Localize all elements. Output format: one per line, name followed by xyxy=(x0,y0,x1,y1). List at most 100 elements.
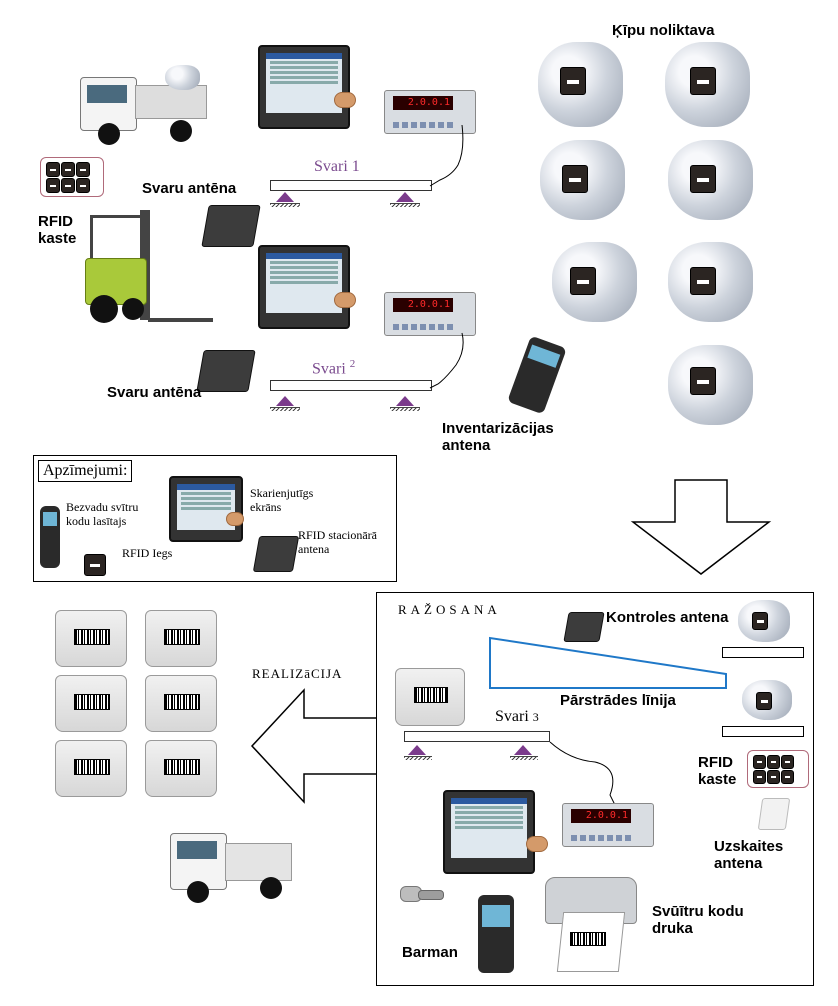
cable-1 xyxy=(429,124,464,187)
scale-1-ground xyxy=(390,203,420,207)
legend-touch-line1: Skarienjutīgs xyxy=(250,486,314,500)
weight-indicator-display: 2.0.0.1 xyxy=(393,298,453,312)
forklift-forks xyxy=(148,318,213,322)
touch-screen-display xyxy=(177,484,235,530)
rfid-tag-icon xyxy=(46,162,60,177)
touch-screen-monitor xyxy=(258,45,350,129)
inventory-antenna-label-line1: Inventarizācijas xyxy=(442,420,554,437)
legend-box: Apzīmejumi: Bezvadu svītru kodu lasītajs… xyxy=(33,455,397,582)
truck-wheel xyxy=(170,120,192,142)
big-bag xyxy=(55,610,127,667)
legend-rfid-antenna-label: RFID stacionārā antena xyxy=(298,528,377,556)
weight-indicator-keys xyxy=(571,835,631,841)
legend-rfid-antenna-line1: RFID stacionārā xyxy=(298,528,377,542)
big-bag xyxy=(145,675,217,732)
scale-2-ground xyxy=(270,407,300,411)
scanner-screen xyxy=(527,344,561,368)
bale-rfid-tag xyxy=(560,67,586,95)
truck-cargo-bed xyxy=(225,843,292,881)
barcode-gun-icon xyxy=(400,884,444,906)
barcode-icon xyxy=(164,629,200,645)
rfid-box-label-line1: RFID xyxy=(38,213,73,230)
rfid-box-label: RFID kaste xyxy=(38,213,76,247)
scale-2-ground xyxy=(390,407,420,411)
scale-3-label-prefix: Svari xyxy=(495,708,529,725)
down-arrow xyxy=(630,479,772,575)
scale-3-platform xyxy=(404,731,550,742)
barcode-icon xyxy=(570,932,606,946)
barman-handheld-icon xyxy=(478,895,514,973)
rfid-tag-icon xyxy=(753,770,766,784)
big-bag xyxy=(145,740,217,797)
weight-indicator: 2.0.0.1 xyxy=(384,90,476,134)
rfid-tag-icon xyxy=(767,755,780,769)
barcode-gun-handle xyxy=(418,890,444,900)
scale-2-pivot xyxy=(396,396,414,406)
rfid-box-label-line1: RFID xyxy=(698,754,733,771)
rfid-tag-icon xyxy=(46,178,60,193)
barcode-icon xyxy=(164,759,200,775)
rfid-tag-icon xyxy=(76,178,90,193)
cable-2 xyxy=(429,332,464,389)
truck-image-bottom xyxy=(165,815,295,905)
bale-group xyxy=(668,140,753,220)
production-shelf xyxy=(722,647,804,658)
scale-3-pivot xyxy=(408,745,426,755)
scale-1-pivot xyxy=(276,192,294,202)
truck-cab-window xyxy=(87,85,127,103)
scale-2-number: 2 xyxy=(349,358,356,370)
wireless-scanner-icon xyxy=(40,506,60,568)
bag-grid xyxy=(50,605,230,797)
rfid-tag-icon xyxy=(753,755,766,769)
truck-cargo-bale xyxy=(165,65,200,90)
rfid-box-icon xyxy=(747,750,809,788)
scale-3-label: Svari 3 xyxy=(495,708,539,726)
legend-rfid-tag-icon xyxy=(84,554,106,576)
rfid-box-icon xyxy=(40,157,104,197)
processing-line-label: Pārstrādes līnija xyxy=(560,692,676,709)
touch-screen-monitor xyxy=(443,790,535,874)
hand-icon xyxy=(334,292,356,308)
bale-rfid-tag xyxy=(690,165,716,193)
legend-touch-label: Skarienjutīgs ekrāns xyxy=(250,486,313,514)
touch-screen-monitor xyxy=(258,245,350,329)
legend-wireless-line1: Bezvadu svītru xyxy=(66,500,139,514)
scanner-screen xyxy=(43,512,57,526)
rfid-tag-icon xyxy=(781,755,794,769)
legend-rfid-antenna-line2: antena xyxy=(298,542,330,556)
rfid-box-label-production: RFID kaste xyxy=(698,754,736,788)
barcode-icon xyxy=(74,759,110,775)
legend-title: Apzīmejumi: xyxy=(38,460,133,482)
barcode-icon xyxy=(414,687,448,703)
cables-top xyxy=(429,124,464,389)
barcode-icon xyxy=(74,629,110,645)
production-bale xyxy=(742,680,792,720)
bale-group xyxy=(540,140,625,220)
bale-rfid-tag xyxy=(690,367,716,395)
bale-rfid-tag xyxy=(756,692,772,710)
forklift-wheel xyxy=(90,295,118,323)
scanner-screen xyxy=(482,905,510,927)
legend-wireless-line2: kodu lasītajs xyxy=(66,514,127,528)
production-bale xyxy=(738,600,790,642)
touch-screen-display xyxy=(451,798,527,858)
hand-icon xyxy=(526,836,548,852)
weight-indicator: 2.0.0.1 xyxy=(384,292,476,336)
legend-rfid-antenna-icon xyxy=(252,536,300,572)
rfid-tag-icon xyxy=(781,770,794,784)
production-shelf xyxy=(722,726,804,737)
barman-label: Barman xyxy=(402,944,458,961)
bale-rfid-tag xyxy=(562,165,588,193)
bale-rfid-tag xyxy=(690,267,716,295)
realization-label: REALIZāCIJA xyxy=(252,666,343,681)
bale-group xyxy=(668,242,753,322)
big-bag xyxy=(55,675,127,732)
hand-icon xyxy=(334,92,356,108)
rfid-tag-icon xyxy=(767,770,780,784)
production-title: RAŽOSANA xyxy=(398,602,501,617)
barcode-print-label-line2: druka xyxy=(652,920,693,937)
bale-group xyxy=(538,42,623,127)
scale-1-number: 1 xyxy=(351,158,360,175)
scale-1-ground xyxy=(270,203,300,207)
scale-2-label-prefix: Svari xyxy=(312,360,346,378)
